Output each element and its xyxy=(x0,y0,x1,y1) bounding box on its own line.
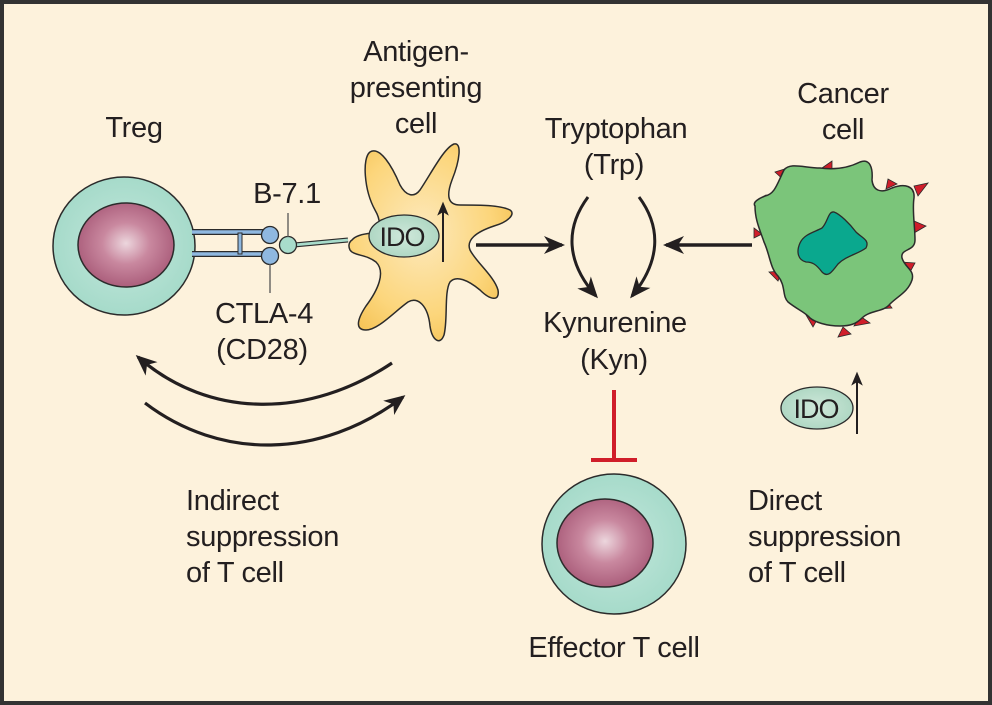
kyn-abbrev-label: (Kyn) xyxy=(580,344,648,376)
trp-to-kyn-right-arrow xyxy=(630,196,657,299)
trp-to-kyn-left-arrow xyxy=(570,196,598,299)
direct-suppression-line2: suppression xyxy=(748,521,901,553)
kyn-inhibition-symbol xyxy=(591,390,637,462)
effector-nucleus xyxy=(556,498,654,588)
treg-to-apc-arrow xyxy=(144,395,406,447)
cancer-ido-label: IDO xyxy=(793,394,838,424)
treg-cell xyxy=(52,176,196,316)
indirect-suppression-line2: suppression xyxy=(186,521,339,553)
apc-label-line2: presenting xyxy=(350,72,482,104)
cancer-ido: IDO xyxy=(780,371,863,434)
indirect-suppression-line1: Indirect xyxy=(186,485,279,517)
apc-label-line1: Antigen- xyxy=(363,36,469,68)
treg-label: Treg xyxy=(105,112,162,144)
cancer-label-line1: Cancer xyxy=(797,78,889,110)
b71-domain xyxy=(278,235,298,255)
b71-label: B-7.1 xyxy=(253,178,321,210)
ctla4-label-line1: CTLA-4 xyxy=(215,298,313,330)
b71-ligand xyxy=(278,235,349,255)
apc-ido-label: IDO xyxy=(379,222,424,252)
apc-to-treg-arrow xyxy=(135,355,393,406)
effector-t-cell xyxy=(541,473,687,615)
treg-nucleus xyxy=(77,202,175,288)
cancer-ido-ellipse xyxy=(780,386,854,430)
cancer-label-line2: cell xyxy=(822,114,864,146)
ctla4-receptor xyxy=(192,225,280,266)
indirect-suppression-line3: of T cell xyxy=(186,557,284,589)
kynurenine-label: Kynurenine xyxy=(543,307,687,339)
apc-label-line3: cell xyxy=(395,108,437,140)
ctla4-upper-domain xyxy=(260,225,280,245)
tryptophan-label: Tryptophan xyxy=(545,113,688,145)
ctla4-label-line2: (CD28) xyxy=(216,334,308,366)
direct-suppression-line1: Direct xyxy=(748,485,822,517)
effector-t-cell-label: Effector T cell xyxy=(528,632,699,664)
ctla4-lower-domain xyxy=(260,246,280,266)
trp-abbrev-label: (Trp) xyxy=(584,149,644,181)
cancer-nucleus xyxy=(797,211,868,276)
apc-ido: IDO xyxy=(368,201,449,262)
direct-suppression-line3: of T cell xyxy=(748,557,846,589)
apc-ido-ellipse xyxy=(368,214,440,258)
